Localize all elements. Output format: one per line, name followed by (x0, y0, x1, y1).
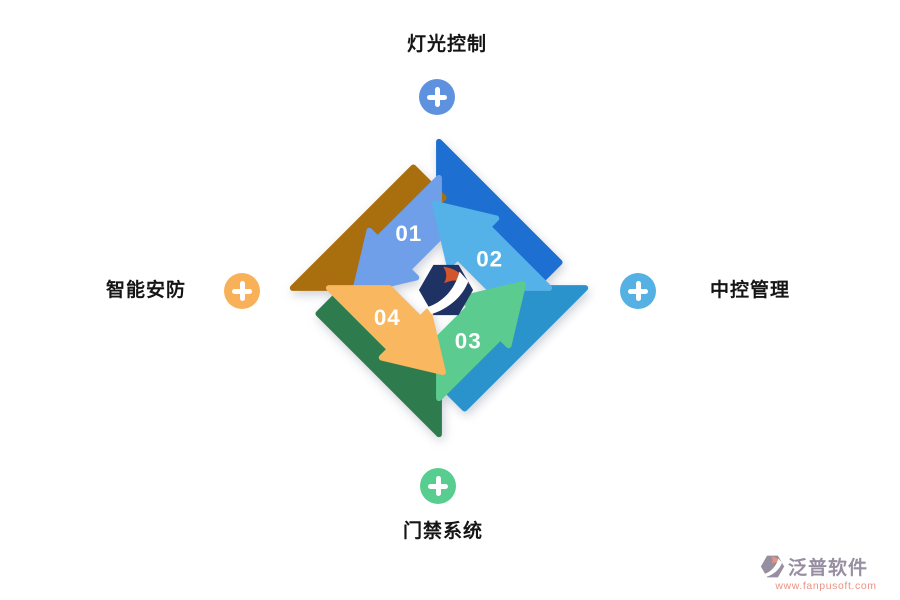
arrow-ribbon-04 (325, 285, 446, 376)
step-number-03: 03 (455, 328, 482, 353)
watermark-url-text: www.fanpusoft.com (775, 580, 877, 592)
logo-band (426, 271, 469, 315)
plus-icon-bottom[interactable] (420, 468, 456, 504)
step-number-02: 02 (476, 247, 503, 272)
step-label-smart-security: 智能安防 (105, 280, 186, 301)
watermark-brand-text: 泛普软件 (788, 558, 869, 579)
watermark: 泛普软件 www.fanpusoft.com (760, 553, 892, 592)
cycle-arrows-diagram: 01 02 03 04 (289, 138, 589, 438)
step-number-04: 04 (374, 305, 401, 330)
arrow-ribbon-01 (351, 174, 442, 295)
fanpu-logo-icon (418, 264, 474, 316)
step-label-lighting-control: 灯光控制 (406, 34, 487, 55)
plus-icon-right[interactable] (620, 273, 656, 309)
watermark-band (764, 558, 783, 577)
step-number-01: 01 (395, 221, 422, 246)
step-label-access-control: 门禁系统 (402, 521, 483, 542)
arrow-ribbon-03 (436, 281, 527, 402)
arrow-ribbon-02 (432, 200, 553, 291)
watermark-logo-icon (760, 555, 785, 578)
plus-icon-top[interactable] (419, 79, 455, 115)
step-label-central-control: 中控管理 (709, 280, 790, 301)
plus-icon-left[interactable] (224, 273, 260, 309)
